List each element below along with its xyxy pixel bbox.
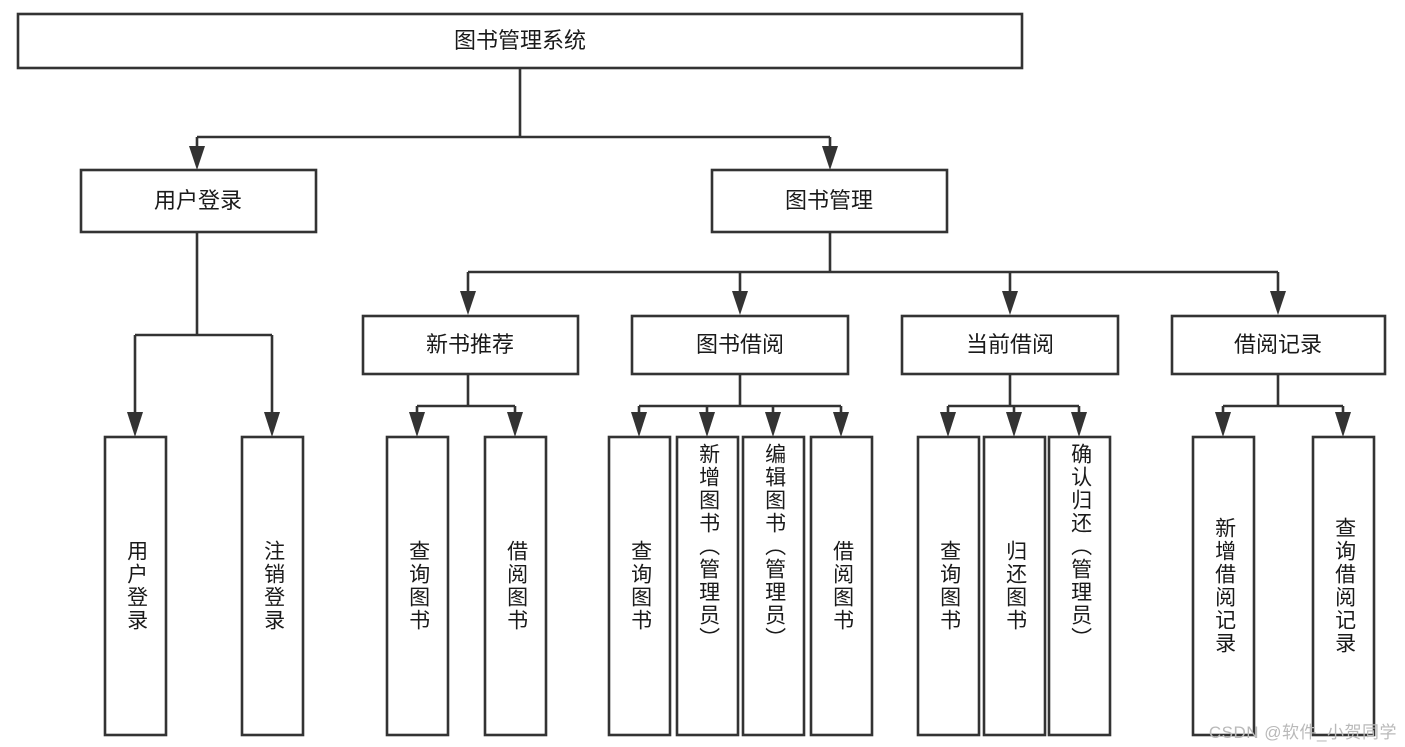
- arrow-bb-to-leaf-1-icon: [631, 412, 647, 437]
- leaf-return-book-box[interactable]: [982, 435, 1047, 737]
- node-borrow-record[interactable]: 借阅记录: [1170, 314, 1387, 376]
- node-borrow-record-box[interactable]: [1170, 314, 1387, 376]
- leaf-borrow-book-1-box[interactable]: [483, 435, 548, 737]
- leaf-confirm-return-box[interactable]: [1047, 435, 1112, 737]
- leaf-user-logout-box[interactable]: [240, 435, 305, 737]
- leaf-query-book-1-box[interactable]: [385, 435, 450, 737]
- node-current-borrow-box[interactable]: [900, 314, 1120, 376]
- node-book-borrow-label: 图书借阅: [696, 332, 784, 357]
- node-root[interactable]: 图书管理系统: [16, 12, 1024, 70]
- node-book-manage-box[interactable]: [710, 168, 949, 234]
- connector-group-current-borrow: [940, 375, 1087, 437]
- arrow-nbr-to-leaf-2-icon: [507, 412, 523, 437]
- arrow-br-to-leaf-2-icon: [1335, 412, 1351, 437]
- node-book-borrow[interactable]: 图书借阅: [630, 314, 850, 376]
- arrow-root-to-user-login-icon: [189, 146, 205, 170]
- node-user-login[interactable]: 用户登录: [79, 168, 318, 234]
- connector-group-book-borrow: [631, 375, 849, 437]
- arrow-bb-to-leaf-2-icon: [699, 412, 715, 437]
- leaf-add-book-box[interactable]: [675, 435, 740, 737]
- connector-group-root: [189, 68, 838, 170]
- arrow-cb-to-leaf-2-icon: [1006, 412, 1022, 437]
- connector-group-borrow-record: [1215, 375, 1351, 437]
- node-book-borrow-box[interactable]: [630, 314, 850, 376]
- arrow-nbr-to-leaf-1-icon: [409, 412, 425, 437]
- arrow-bm-to-book-borrow-icon: [732, 291, 748, 315]
- node-root-box[interactable]: [16, 12, 1024, 70]
- leaf-user-login-box[interactable]: [103, 435, 168, 737]
- node-root-label: 图书管理系统: [454, 28, 586, 53]
- node-new-book-recommend[interactable]: 新书推荐: [361, 314, 580, 376]
- leaf-borrow-book-2-box[interactable]: [809, 435, 874, 737]
- connector-group-book-manage: [460, 232, 1286, 315]
- node-new-book-recommend-label: 新书推荐: [426, 332, 514, 357]
- arrow-root-to-book-manage-icon: [822, 146, 838, 170]
- arrow-bm-to-new-book-icon: [460, 291, 476, 315]
- leaf-query-book-2-box[interactable]: [607, 435, 672, 737]
- node-borrow-record-label: 借阅记录: [1234, 332, 1322, 357]
- arrow-bm-to-borrow-record-icon: [1270, 291, 1286, 315]
- arrow-bb-to-leaf-3-icon: [765, 412, 781, 437]
- node-current-borrow[interactable]: 当前借阅: [900, 314, 1120, 376]
- leaf-boxes: [103, 435, 1376, 737]
- leaf-query-record-box[interactable]: [1311, 435, 1376, 737]
- arrow-bm-to-current-borrow-icon: [1002, 291, 1018, 315]
- node-new-book-recommend-box[interactable]: [361, 314, 580, 376]
- leaf-query-book-3-box[interactable]: [916, 435, 981, 737]
- arrow-br-to-leaf-1-icon: [1215, 412, 1231, 437]
- leaf-edit-book-box[interactable]: [741, 435, 806, 737]
- node-book-manage[interactable]: 图书管理: [710, 168, 949, 234]
- arrow-cb-to-leaf-3-icon: [1071, 412, 1087, 437]
- node-user-login-box[interactable]: [79, 168, 318, 234]
- connector-group-new-book-recommend: [409, 375, 523, 437]
- arrow-ul-to-leaf-1-icon: [127, 412, 143, 437]
- arrow-bb-to-leaf-4-icon: [833, 412, 849, 437]
- node-current-borrow-label: 当前借阅: [966, 332, 1054, 357]
- arrow-cb-to-leaf-1-icon: [940, 412, 956, 437]
- node-book-manage-label: 图书管理: [785, 188, 873, 213]
- leaf-add-record-box[interactable]: [1191, 435, 1256, 737]
- csdn-watermark: CSDN @软件_小贺同学: [1208, 723, 1397, 742]
- connector-group-user-login: [127, 232, 280, 437]
- arrow-ul-to-leaf-2-icon: [264, 412, 280, 437]
- node-user-login-label: 用户登录: [154, 188, 242, 213]
